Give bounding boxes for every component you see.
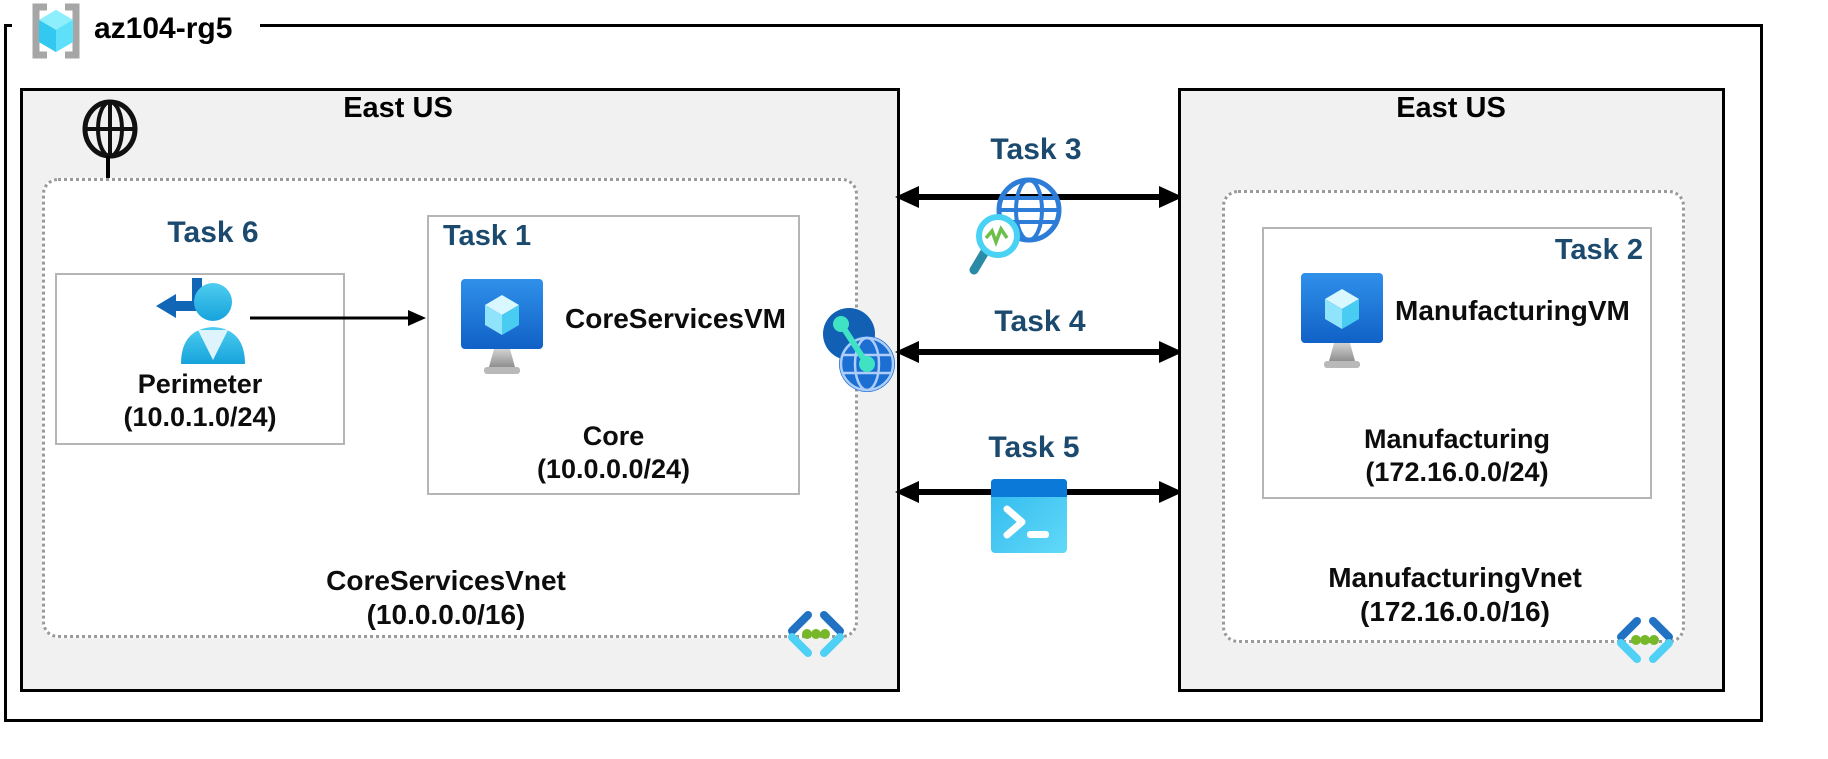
core-vnet-name: CoreServicesVnet (326, 565, 566, 596)
core-vnet-label: CoreServicesVnet (10.0.0.0/16) (246, 564, 646, 632)
perimeter-cidr: (10.0.1.0/24) (123, 402, 277, 432)
core-vnet-cidr: (10.0.0.0/16) (366, 599, 526, 630)
manufacturing-subnet-label: Manufacturing (172.16.0.0/24) (1262, 423, 1652, 489)
cloud-shell-icon (991, 479, 1067, 553)
resource-group-border (4, 24, 1763, 722)
virtual-network-icon (1617, 617, 1673, 663)
task4-peering-arrow (895, 341, 1183, 363)
manufacturing-vm-name: ManufacturingVM (1395, 295, 1630, 326)
network-watcher-icon (969, 177, 1062, 275)
guest-user-icon (156, 278, 245, 364)
internet-globe-icon (82, 99, 138, 159)
core-vm-name: CoreServicesVM (565, 303, 787, 334)
perimeter-label: Perimeter (10.0.1.0/24) (55, 368, 345, 434)
perimeter-name: Perimeter (137, 369, 263, 399)
virtual-machine-icon (1301, 273, 1383, 368)
manufacturing-subnet-name: Manufacturing (1364, 424, 1550, 454)
core-subnet-label: Core (10.0.0.0/24) (427, 420, 800, 486)
manufacturing-vnet-name: ManufacturingVnet (1328, 562, 1582, 593)
left-region-title: East US (343, 92, 453, 124)
virtual-machine-icon (461, 279, 543, 374)
manufacturing-vnet-cidr: (172.16.0.0/16) (1360, 596, 1550, 627)
virtual-network-icon (788, 611, 844, 657)
task4-label: Task 4 (994, 305, 1086, 338)
resource-group-name: az104-rg5 (94, 12, 233, 45)
perimeter-to-vm-arrow (250, 310, 426, 326)
right-region-title: East US (1396, 92, 1506, 124)
manufacturing-subnet-cidr: (172.16.0.0/24) (1365, 457, 1549, 487)
task5-label: Task 5 (988, 431, 1080, 464)
manufacturing-vnet-label: ManufacturingVnet (172.16.0.0/16) (1255, 561, 1655, 629)
vnet-peering-icon (823, 308, 895, 392)
task1-label: Task 1 (443, 220, 532, 252)
resource-group-icon (32, 3, 80, 59)
task3-label: Task 3 (990, 133, 1082, 166)
core-subnet-cidr: (10.0.0.0/24) (536, 454, 691, 484)
core-subnet-box (427, 215, 800, 495)
task6-label: Task 6 (167, 216, 259, 249)
core-subnet-name: Core (582, 421, 645, 451)
task2-label: Task 2 (1554, 234, 1643, 266)
